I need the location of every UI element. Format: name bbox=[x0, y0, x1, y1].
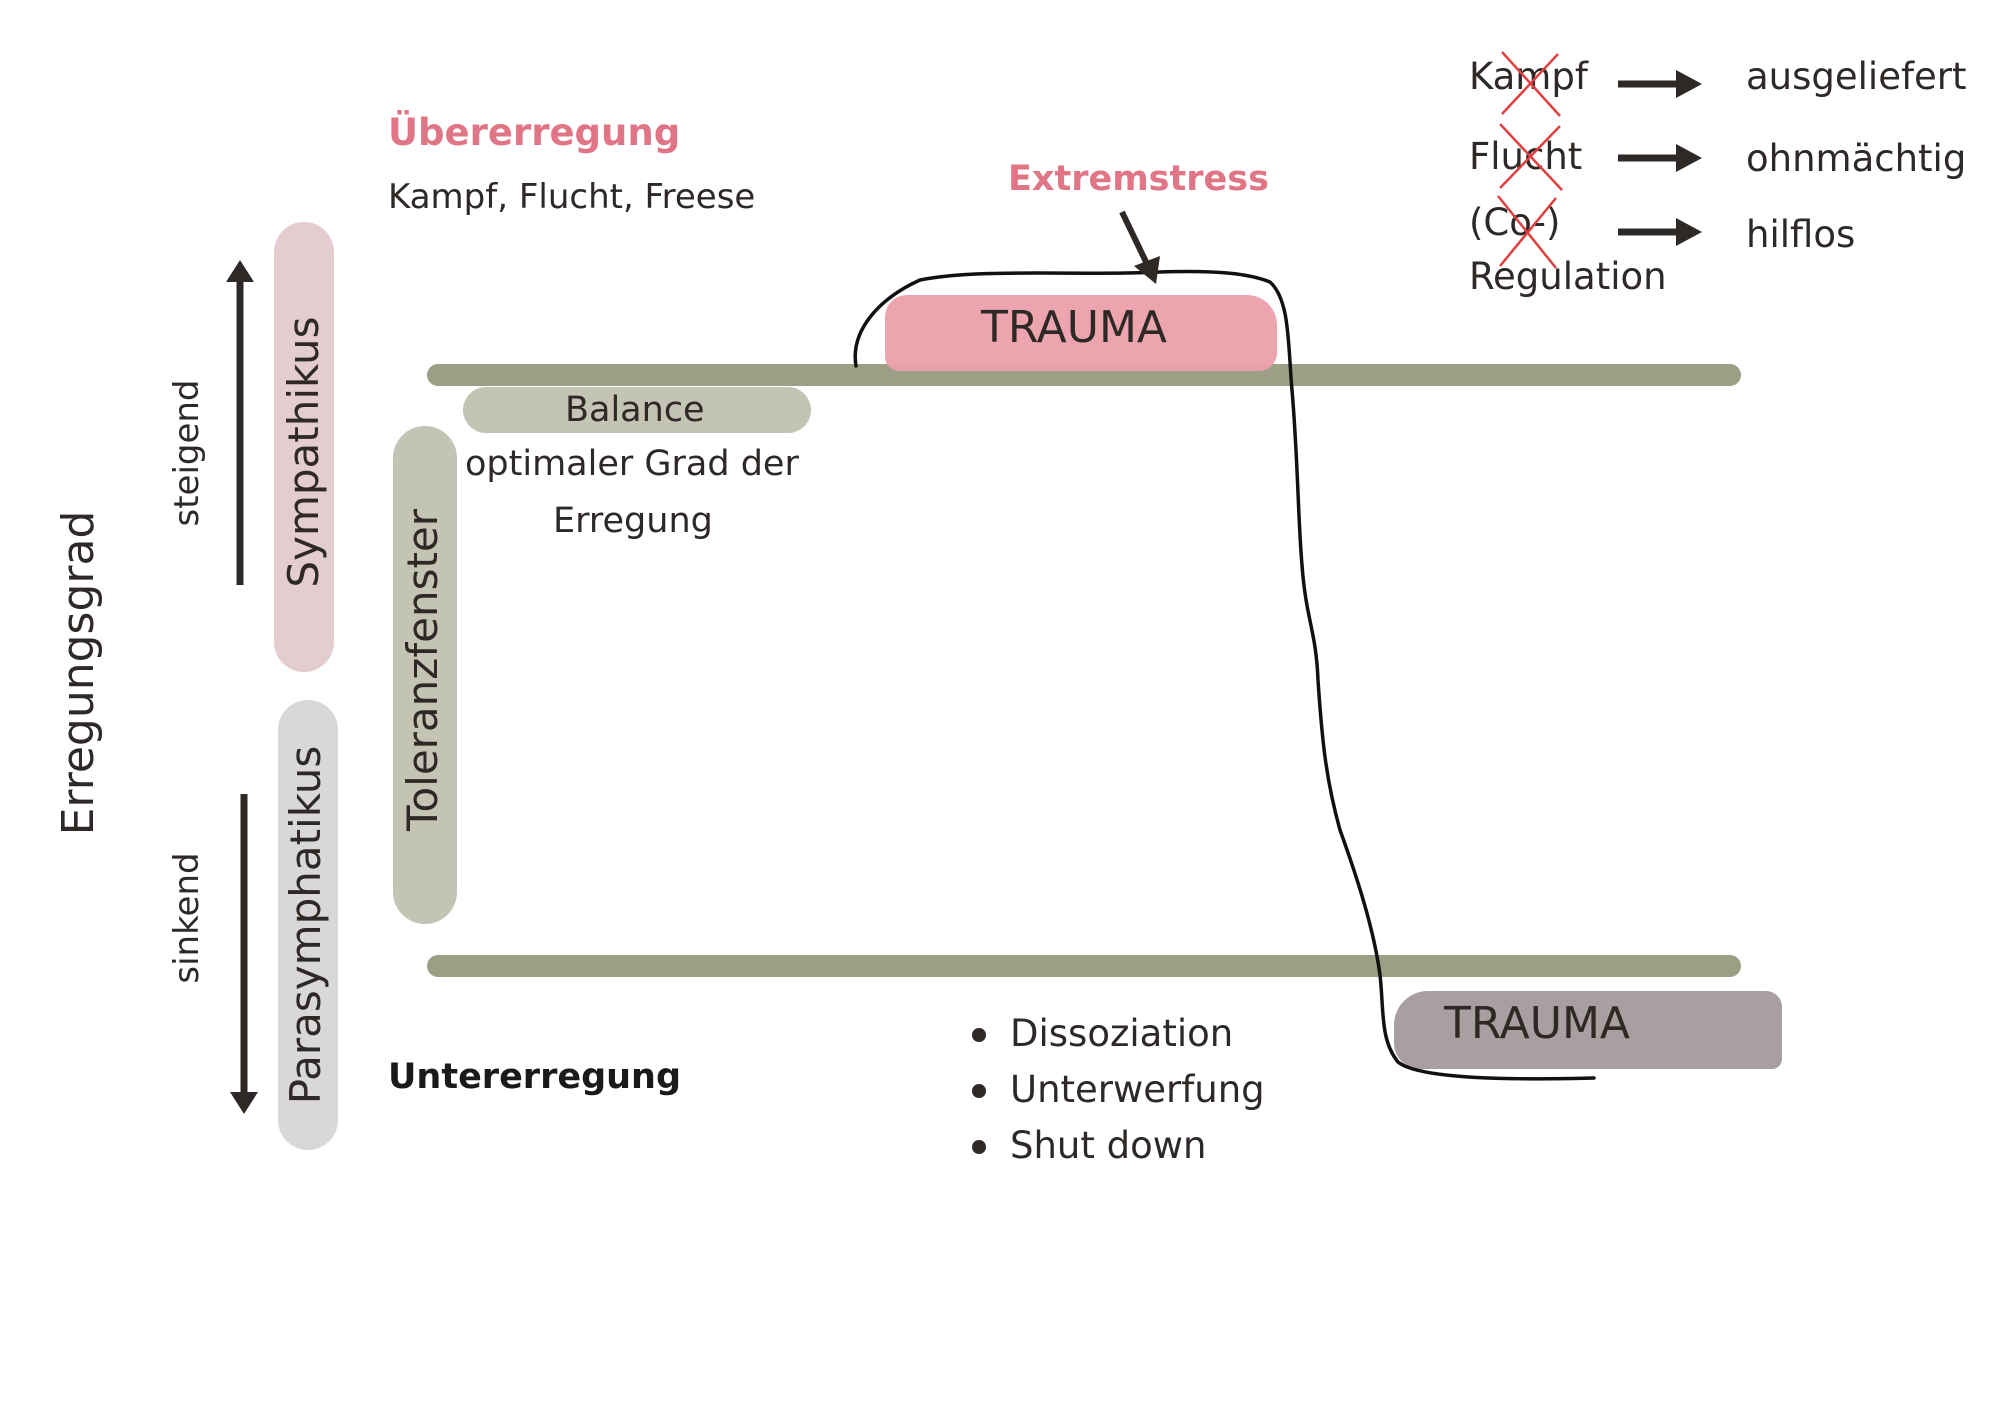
balance-line1: optimaler Grad der bbox=[465, 444, 799, 484]
list-item: Shut down bbox=[968, 1118, 1265, 1174]
trauma-bottom-label: TRAUMA bbox=[1444, 998, 1631, 1049]
arrow-right-icon bbox=[1618, 144, 1702, 172]
balance-label: Balance bbox=[565, 390, 705, 430]
extremstress-label: Extremstress bbox=[1008, 159, 1269, 199]
toleranzfenster-pill bbox=[393, 426, 457, 924]
untererregung-list: Dissoziation Unterwerfung Shut down bbox=[968, 1006, 1265, 1174]
sympathikus-pill bbox=[274, 222, 334, 672]
consequence-result-ohnmaechtig: ohnmächtig bbox=[1746, 137, 1967, 180]
consequence-crossed-coregulation: (Co-) bbox=[1469, 201, 1561, 244]
trauma-top-label: TRAUMA bbox=[981, 302, 1168, 353]
axis-title: Erregungsgrad bbox=[53, 510, 104, 836]
uebererregung-subtext: Kampf, Flucht, Freese bbox=[388, 177, 756, 217]
consequence-crossed-kampf: Kampf bbox=[1469, 55, 1588, 98]
sympathikus-label: Sympathikus bbox=[279, 316, 328, 588]
axis-down-label: sinkend bbox=[167, 852, 207, 984]
uebererregung-heading: Übererregung bbox=[388, 111, 681, 154]
arrow-right-icon bbox=[1618, 70, 1702, 98]
arrow-right-icon bbox=[1618, 218, 1702, 246]
balance-line2: Erregung bbox=[553, 501, 713, 541]
arrow-down-icon bbox=[230, 794, 258, 1114]
toleranzfenster-label: Toleranzfenster bbox=[398, 508, 447, 832]
extremstress-arrow-icon bbox=[1119, 210, 1160, 284]
consequence-result-hilflos: hilflos bbox=[1746, 213, 1856, 256]
parasympathikus-pill bbox=[278, 700, 338, 1150]
consequence-crossed-flucht: Flucht bbox=[1469, 135, 1583, 178]
list-item: Dissoziation bbox=[968, 1006, 1265, 1062]
balance-pill bbox=[463, 387, 811, 433]
list-item: Unterwerfung bbox=[968, 1062, 1265, 1118]
untererregung-heading: Untererregung bbox=[388, 1057, 682, 1097]
axis-up-label: steigend bbox=[167, 379, 207, 527]
consequence-regulation: Regulation bbox=[1469, 255, 1667, 298]
consequence-result-ausgeliefert: ausgeliefert bbox=[1746, 55, 1967, 98]
lower-tolerance-line bbox=[427, 955, 1741, 977]
parasympathikus-label: Parasymphatikus bbox=[281, 745, 330, 1105]
arrow-up-icon bbox=[226, 260, 254, 585]
